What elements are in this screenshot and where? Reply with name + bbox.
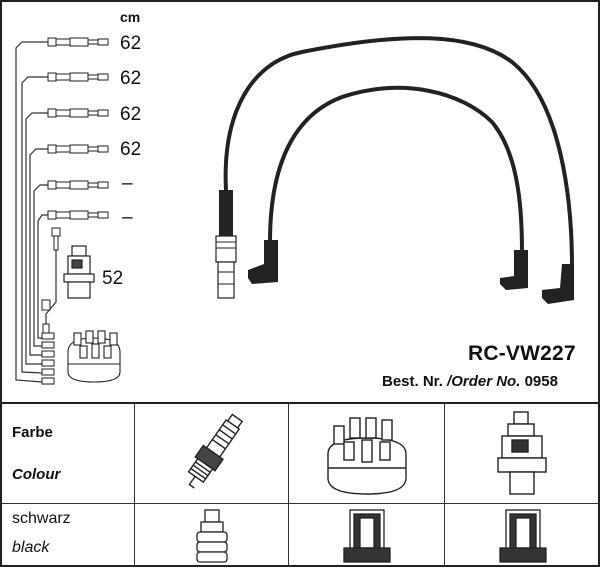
lead-length-2: 62 xyxy=(120,68,142,89)
plug-lead-angled xyxy=(248,85,528,290)
header-colour-de: Farbe xyxy=(12,424,53,441)
coil-boot-icon xyxy=(499,509,547,563)
header-colour-en: Colour xyxy=(12,466,61,483)
order-label-de: Best. Nr. xyxy=(382,373,443,390)
distributor-cap-icon xyxy=(327,417,407,495)
distributor-boot-icon xyxy=(343,509,391,563)
distributor-column xyxy=(289,404,445,565)
ignition-lead-diagram: cm 62 62 62 62 – – 52 RC-VW227 Best. Nr.… xyxy=(2,2,598,402)
colour-value-de: schwarz xyxy=(12,510,71,527)
ignition-coil-icon xyxy=(497,411,547,495)
lead-set-drawing xyxy=(15,36,574,385)
spark-plug-boot-icon xyxy=(196,509,228,563)
spark-plug-column xyxy=(135,404,289,565)
order-separator: / xyxy=(447,373,452,390)
lead-connectors xyxy=(41,37,109,385)
lead-length-5: – xyxy=(122,173,133,194)
length-unit-label: cm xyxy=(120,9,141,25)
small-ignition-coil xyxy=(63,245,95,299)
plug-lead-straight xyxy=(215,36,574,304)
colour-table: Farbe Colour schwarz black xyxy=(2,402,598,565)
order-label-en: Order No. xyxy=(451,373,521,390)
lead-length-1: 62 xyxy=(120,33,142,54)
label-column xyxy=(2,404,135,565)
order-number: 0958 xyxy=(524,373,558,390)
coil-lead-length: 52 xyxy=(102,268,124,289)
spark-plug-icon xyxy=(187,413,244,489)
lead-length-4: 62 xyxy=(120,139,142,160)
small-distributor-cap xyxy=(67,330,121,383)
lead-length-3: 62 xyxy=(120,104,142,125)
product-code: RC-VW227 xyxy=(468,342,576,365)
branch-wires xyxy=(15,41,57,383)
colour-value-en: black xyxy=(12,539,50,556)
row-divider xyxy=(2,503,598,504)
order-number-line: Best. Nr. /Order No. 0958 xyxy=(382,373,558,390)
lead-length-6: – xyxy=(122,207,133,228)
